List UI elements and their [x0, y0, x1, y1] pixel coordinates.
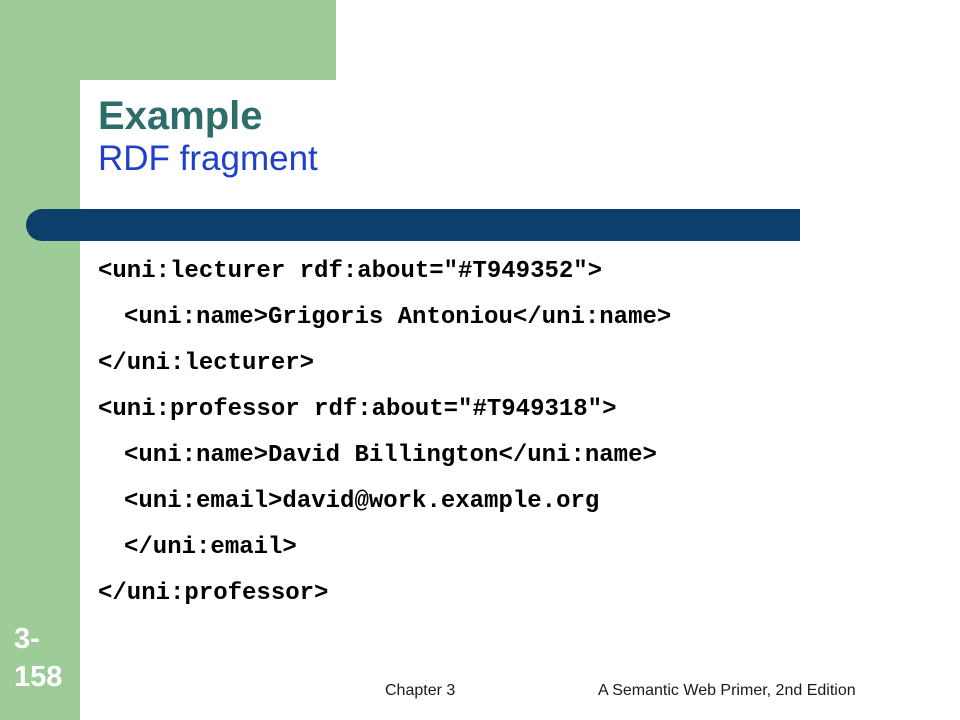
footer-book-title: A Semantic Web Primer, 2nd Edition: [598, 682, 856, 699]
left-accent-bar: [0, 0, 80, 720]
title-area: Example RDF fragment: [98, 94, 798, 180]
rdf-code-block: <uni:lecturer rdf:about="#T949352"> <uni…: [98, 252, 958, 620]
code-line-professor-open: <uni:professor rdf:about="#T949318">: [98, 396, 617, 423]
code-line-lecturer-open: <uni:lecturer rdf:about="#T949352">: [98, 258, 603, 285]
code-line-email-open: <uni:email>david@work.example.org: [124, 488, 600, 515]
slide-title: Example: [98, 94, 263, 138]
title-divider-bar: [26, 209, 800, 241]
slide-number-line1: 3-: [14, 623, 40, 655]
top-accent-block: [80, 0, 336, 80]
code-line-professor-close: </uni:professor>: [98, 580, 329, 607]
code-line-lecturer-close: </uni:lecturer>: [98, 350, 315, 377]
footer-chapter: Chapter 3: [385, 682, 456, 699]
code-line-lecturer-name: <uni:name>Grigoris Antoniou</uni:name>: [124, 304, 672, 331]
slide-number-line2: 158: [14, 661, 63, 693]
slide-subtitle: RDF fragment: [98, 139, 318, 178]
slide-number: 3- 158: [14, 620, 74, 696]
code-line-email-close: </uni:email>: [124, 534, 297, 561]
code-line-professor-name: <uni:name>David Billington</uni:name>: [124, 442, 657, 469]
